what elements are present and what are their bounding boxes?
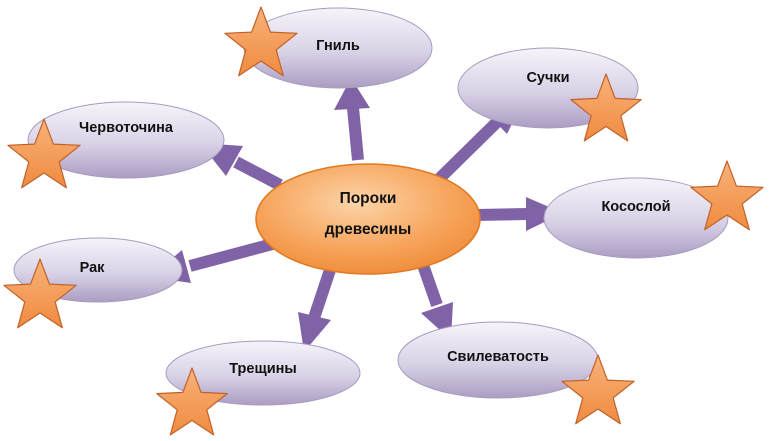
node-treshchiny: Трещины [165, 340, 361, 406]
stars [3, 6, 764, 436]
node-label-kososloy: Косослой [601, 199, 670, 215]
node-label-treshchiny: Трещины [229, 361, 297, 377]
star-icon [156, 367, 228, 436]
star-icon [224, 6, 298, 77]
arrow-to-treshchiny [298, 268, 336, 352]
star-icon [690, 160, 764, 231]
arrow-to-gnil [334, 78, 370, 161]
node-label-suchki: Сучки [526, 70, 569, 86]
node-kososloy: Косослой [543, 177, 729, 259]
node-label-svilevatost: Свилеватость [447, 349, 549, 365]
center-label-line2: древесины [325, 221, 411, 238]
star-icon [7, 118, 81, 189]
center-node: Пороки древесины [255, 163, 481, 275]
star-icon [561, 354, 635, 425]
node-chervotochina: Червоточина [27, 101, 225, 179]
node-label-chervotochina: Червоточина [79, 120, 174, 136]
node-label-rak: Рак [80, 260, 106, 276]
center-label-line1: Пороки [340, 190, 397, 207]
star-icon [3, 258, 77, 329]
node-label-gnil: Гниль [316, 38, 360, 54]
star-icon [570, 73, 642, 142]
